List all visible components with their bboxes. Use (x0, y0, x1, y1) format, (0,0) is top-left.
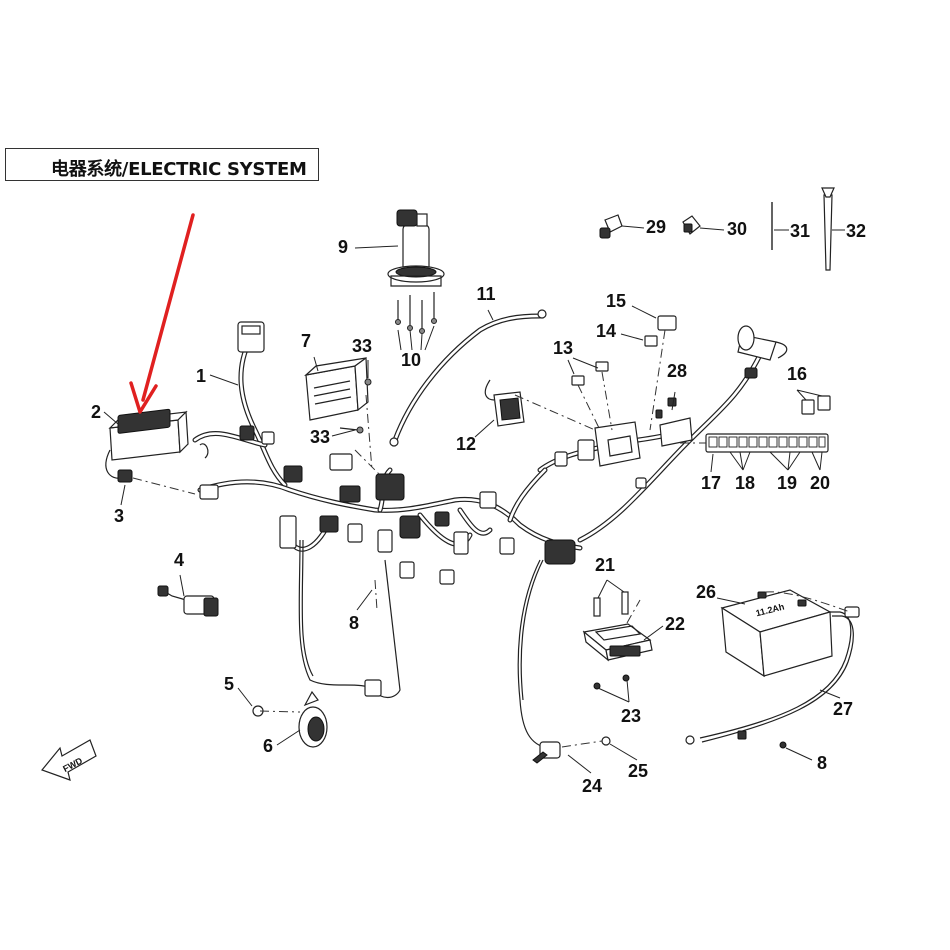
fuse-strip-part17-20 (680, 395, 831, 453)
battery-part26: 11.2Ah (685, 589, 860, 749)
callout-17: 17 (701, 473, 721, 493)
fuel-pump-part9 (387, 209, 445, 334)
callout-13: 13 (553, 338, 573, 358)
callout-8: 8 (817, 753, 827, 773)
callout-21: 21 (595, 555, 615, 575)
horn-part6 (252, 690, 328, 748)
relay-part12 (484, 379, 525, 427)
callout-19: 19 (777, 473, 797, 493)
callout-18: 18 (735, 473, 755, 493)
cable-part11 (389, 309, 547, 447)
title-box: 电器系统/ELECTRIC SYSTEM (5, 148, 319, 181)
callout-11: 11 (476, 284, 495, 304)
callout-27: 27 (833, 699, 853, 719)
dashed-guides (132, 394, 641, 624)
sensor-part24 (561, 736, 611, 748)
fuse-box-part13 (571, 361, 641, 467)
callout-16: 16 (787, 364, 807, 384)
leader-lines (103, 225, 845, 774)
callout-12: 12 (456, 434, 476, 454)
regulator-part22 (582, 591, 653, 690)
callout-1: 1 (196, 366, 206, 386)
callout-15: 15 (606, 291, 626, 311)
callout-7: 7 (301, 331, 311, 351)
fwd-arrow: FWD (40, 739, 97, 781)
callout-28: 28 (667, 361, 687, 381)
ignition-coil (737, 325, 788, 361)
callout-24: 24 (582, 776, 602, 796)
callout-30: 30 (727, 219, 747, 239)
callout-9: 9 (338, 237, 348, 257)
callout-10: 10 (401, 350, 421, 370)
callout-6: 6 (263, 736, 273, 756)
callout-8: 8 (349, 613, 359, 633)
page-title: 电器系统/ELECTRIC SYSTEM (51, 159, 307, 180)
callout-25: 25 (628, 761, 648, 781)
callout-32: 32 (846, 221, 866, 241)
bracket-part28 (655, 397, 693, 447)
switch-part4 (157, 585, 219, 617)
callout-4: 4 (174, 550, 184, 570)
connector-part15 (644, 315, 677, 431)
controller-part7 (304, 356, 372, 434)
callout-3: 3 (114, 506, 124, 526)
callout-33: 33 (310, 427, 330, 447)
callout-20: 20 (810, 473, 830, 493)
clips-part29-32 (599, 187, 835, 271)
callout-31: 31 (790, 221, 810, 241)
ecu-module-part2 (105, 408, 189, 483)
callout-5: 5 (224, 674, 234, 694)
callout-2: 2 (91, 402, 101, 422)
callout-22: 22 (665, 614, 685, 634)
callout-29: 29 (646, 217, 666, 237)
callout-14: 14 (596, 321, 616, 341)
main-wiring-harness (192, 321, 763, 764)
callout-33: 33 (352, 336, 372, 356)
callout-23: 23 (621, 706, 641, 726)
callout-26: 26 (696, 582, 716, 602)
red-pointer-arrow (129, 213, 195, 414)
